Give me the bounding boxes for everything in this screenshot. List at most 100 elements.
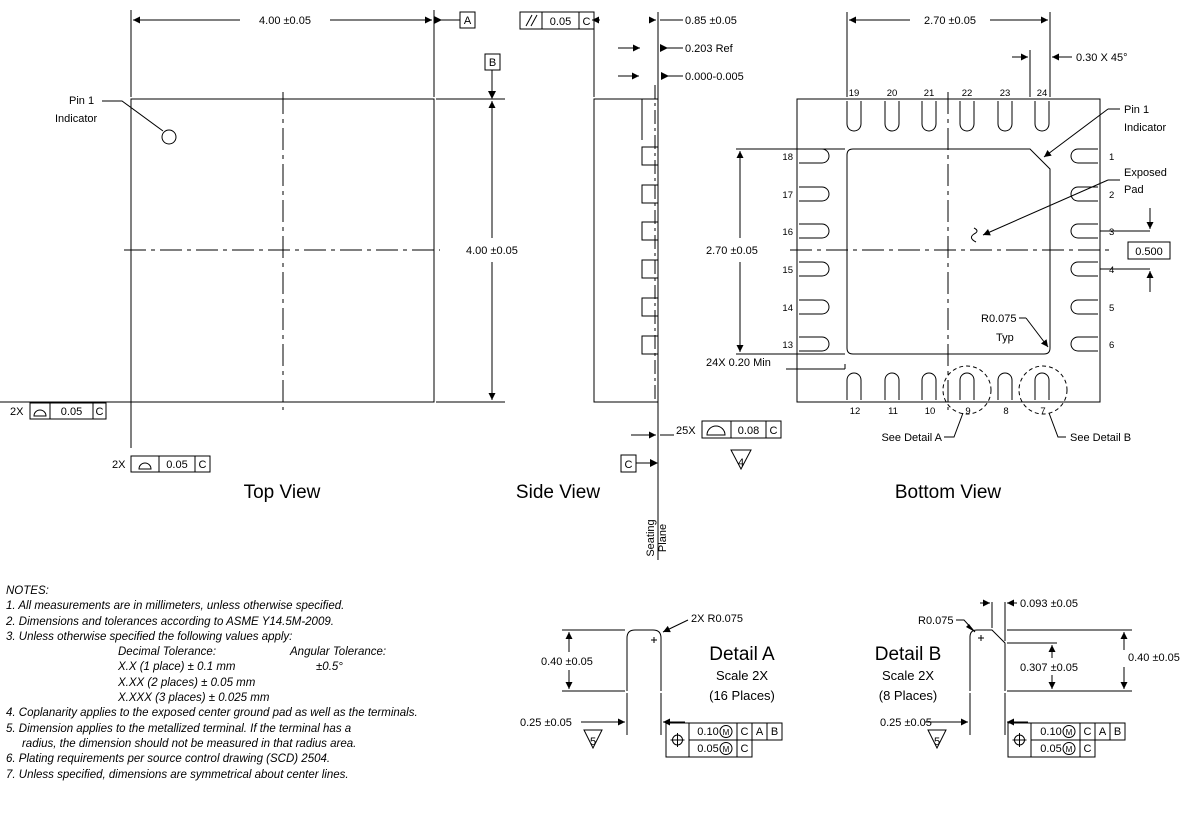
pin-left-18: 18 <box>782 152 793 163</box>
side-terminal-1 <box>641 146 659 166</box>
pads-right <box>1070 148 1098 352</box>
seating-label: Seating <box>645 519 657 556</box>
fcf-bottom-datum: C <box>199 459 207 471</box>
exposed-pad-label-2: Pad <box>1124 184 1144 196</box>
detail-a-scale: Scale 2X <box>716 668 768 683</box>
pin1-indicator-circle <box>161 129 177 145</box>
pin-right-5: 5 <box>1109 303 1114 314</box>
pin-top-23: 23 <box>1000 88 1011 99</box>
pin-left-13: 13 <box>782 340 793 351</box>
detail-a-height-dim: 0.40 ±0.05 <box>541 656 593 668</box>
coplanarity-datum: C <box>770 425 778 437</box>
bottom-view <box>736 12 1171 438</box>
note-5: 5. Dimension applies to the metallized t… <box>6 722 352 735</box>
coplanarity-tol: 0.08 <box>738 425 759 437</box>
tolerance-xx: X.XX (2 places) ± 0.05 mm <box>118 676 256 689</box>
bottom-pin1-label-2: Indicator <box>1124 122 1167 134</box>
bottom-width-dim: 2.70 ±0.05 <box>924 15 976 27</box>
bottom-view-title: Bottom View <box>895 482 1002 503</box>
note-5-cont: radius, the dimension should not be meas… <box>6 737 357 750</box>
bottom-chamfer-dim: 0.30 X 45° <box>1076 52 1128 64</box>
detail-a-radius: 2X R0.075 <box>691 613 743 625</box>
side-terminal-3 <box>641 221 659 241</box>
tolerance-xxx: X.XXX (3 places) ± 0.025 mm <box>118 692 270 705</box>
note-3: 3. Unless otherwise specified the follow… <box>6 630 293 643</box>
tolerance-angle: ±0.5° <box>316 661 343 674</box>
detail-a-places: (16 Places) <box>709 688 775 703</box>
parallel-datum: C <box>583 16 591 28</box>
pitch-box-value: 0.500 <box>1135 246 1163 258</box>
bottom-pin1-label: Pin 1 <box>1124 104 1149 116</box>
see-detail-a: See Detail A <box>881 432 942 444</box>
fcf-left-tol: 0.05 <box>61 406 82 418</box>
side-view-body <box>593 98 659 403</box>
pin-top-20: 20 <box>887 88 898 99</box>
fcf-bottom-tol: 0.05 <box>166 459 187 471</box>
tolerance-row-3: X.XXX (3 places) ± 0.025 mm <box>6 691 418 706</box>
top-height-dim: 4.00 ±0.05 <box>466 245 518 257</box>
detail-b-inner-dim: 0.307 ±0.05 <box>1020 662 1078 674</box>
detail-a-fcf2-mod: M <box>723 745 730 754</box>
detail-b-fcf1-d3: B <box>1114 726 1121 738</box>
pin-left-15: 15 <box>782 265 793 276</box>
detail-b <box>925 599 1132 758</box>
tolerance-header-row: Decimal Tolerance: Angular Tolerance: <box>6 645 418 660</box>
pads-top <box>846 101 1050 132</box>
detail-b-terminal <box>969 629 1006 691</box>
detail-b-fcf1-tol: 0.10 <box>1040 726 1061 738</box>
pin-left-16: 16 <box>782 227 793 238</box>
side-terminal-2 <box>641 184 659 204</box>
side-terminal-6 <box>641 335 659 355</box>
exposed-pad <box>846 148 1051 355</box>
pin-bottom-7: 7 <box>1040 406 1045 417</box>
pin-right-6: 6 <box>1109 340 1114 351</box>
datum-a-label: A <box>464 15 472 27</box>
pin-bottom-10: 10 <box>925 406 936 417</box>
detail-a-fcf2-tol: 0.05 <box>697 743 718 755</box>
detail-a-circle <box>942 365 992 415</box>
thickness-dim: 0.85 ±0.05 <box>685 15 737 27</box>
detail-b-height-dim: 0.40 ±0.05 <box>1128 652 1180 664</box>
see-detail-b: See Detail B <box>1070 432 1131 444</box>
bottom-height-dim: 2.70 ±0.05 <box>706 245 758 257</box>
pin-top-21: 21 <box>924 88 935 99</box>
pin-top-19: 19 <box>849 88 860 99</box>
detail-a-fcf1-mod: M <box>723 728 730 737</box>
detail-a-title: Detail A <box>709 644 775 665</box>
fcf-left-count: 2X <box>10 406 24 418</box>
pin-bottom-11: 11 <box>888 406 898 417</box>
parallel-tol: 0.05 <box>550 16 571 28</box>
radius-typ-label: Typ <box>996 332 1014 344</box>
detail-b-radius: R0.075 <box>918 615 953 627</box>
side-view <box>519 11 782 560</box>
pin-bottom-8: 8 <box>1003 406 1008 417</box>
detail-a-fcf1-d2: A <box>756 726 764 738</box>
pin-left-17: 17 <box>782 190 793 201</box>
tolerance-x: X.X (1 place) ± 0.1 mm <box>118 661 236 674</box>
side-terminal-5 <box>641 297 659 317</box>
detail-b-chamfer-dim: 0.093 ±0.05 <box>1020 598 1078 610</box>
seating-label-2: Plane <box>657 524 669 552</box>
pin1-label-2: Indicator <box>55 113 98 125</box>
detail-b-fcf1-mod: M <box>1066 728 1073 737</box>
lead-width-dim: 24X 0.20 Min <box>706 357 771 369</box>
pin-left-14: 14 <box>782 303 793 314</box>
notes-block: NOTES: 1. All measurements are in millim… <box>6 584 418 783</box>
detail-a-fcf1-tol: 0.10 <box>697 726 718 738</box>
datum-a-box <box>459 11 476 29</box>
datum-c-label: C <box>625 459 633 471</box>
detail-b-flag: 5 <box>934 736 940 748</box>
standoff-dim: 0.000-0.005 <box>685 71 744 83</box>
datum-b-label: B <box>489 57 496 69</box>
pin-right-1: 1 <box>1109 152 1114 163</box>
note-2: 2. Dimensions and tolerances according t… <box>6 615 334 628</box>
pin-right-3: 3 <box>1109 227 1114 238</box>
exposed-pad-label: Exposed <box>1124 167 1167 179</box>
pin1-label: Pin 1 <box>69 95 94 107</box>
coplanarity-count: 25X <box>676 425 696 437</box>
radius-label: R0.075 <box>981 313 1016 325</box>
detail-a-fcf1-d3: B <box>771 726 778 738</box>
detail-a-flag: 5 <box>590 736 596 748</box>
pads-bottom <box>846 372 1050 400</box>
pin-right-2: 2 <box>1109 190 1114 201</box>
